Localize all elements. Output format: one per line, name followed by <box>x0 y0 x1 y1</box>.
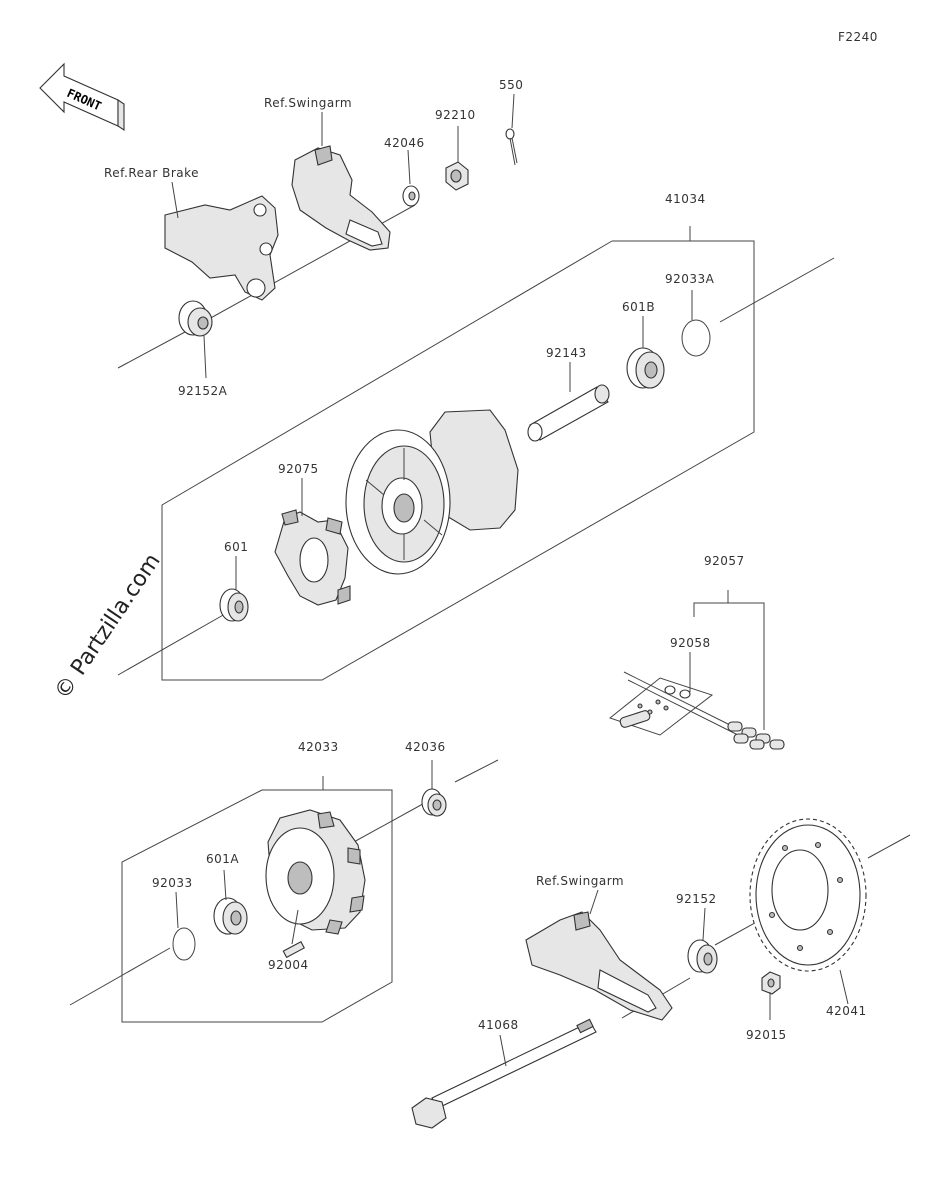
circlip-92033 <box>172 927 196 961</box>
figure-code: F2240 <box>838 30 878 44</box>
part-label-550: 550 <box>499 78 524 92</box>
stud-92004 <box>282 909 305 959</box>
swingarm-bottom-part <box>525 911 673 1021</box>
part-label-92033: 92033 <box>152 876 193 890</box>
washer-42046 <box>402 185 420 207</box>
rear-sprocket-42041 <box>749 818 867 972</box>
bearing-601B <box>626 347 665 389</box>
part-label-42046: 42046 <box>384 136 425 150</box>
wheel-hub <box>345 409 519 575</box>
rear-axle-41068 <box>411 1018 597 1129</box>
ref-swingarm-top-label: Ref.Swingarm <box>264 96 353 110</box>
part-label-92152A: 92152A <box>178 384 228 398</box>
part-label-92004: 92004 <box>268 958 309 972</box>
part-label-92075: 92075 <box>278 462 319 476</box>
part-label-92143: 92143 <box>546 346 587 360</box>
part-label-92033A: 92033A <box>665 272 715 286</box>
part-label-601A: 601A <box>206 852 240 866</box>
sprocket-carrier-42033 <box>265 809 366 935</box>
ref-swingarm-bottom-label: Ref.Swingarm <box>536 874 625 888</box>
cotter-pin-550 <box>505 128 518 166</box>
bearing-601 <box>219 588 249 622</box>
circlip-92033A <box>681 319 711 357</box>
rear-brake-bracket <box>164 195 279 301</box>
bearing-601A <box>213 897 248 935</box>
ref-rear-brake-label: Ref.Rear Brake <box>104 166 200 180</box>
spacer-92143 <box>527 384 610 442</box>
part-label-42036: 42036 <box>405 740 446 754</box>
part-label-41034: 41034 <box>665 192 706 206</box>
part-label-41068: 41068 <box>478 1018 519 1032</box>
part-label-92152: 92152 <box>676 892 717 906</box>
swingarm-top-part <box>291 145 391 251</box>
master-link-92058 <box>608 677 714 736</box>
nut-92210 <box>445 161 469 191</box>
part-label-92210: 92210 <box>435 108 476 122</box>
damper-92075 <box>274 509 351 606</box>
collar-92152 <box>687 939 718 974</box>
part-label-601: 601 <box>224 540 249 554</box>
part-label-42033: 42033 <box>298 740 339 754</box>
collar-92152A <box>178 300 213 337</box>
front-arrow-icon: FRONT <box>39 62 125 132</box>
part-label-92015: 92015 <box>746 1028 787 1042</box>
drive-chain-92057 <box>623 671 785 750</box>
part-label-42041: 42041 <box>826 1004 867 1018</box>
collar-42036 <box>421 788 447 817</box>
part-label-601B: 601B <box>622 300 656 314</box>
part-label-92057: 92057 <box>704 554 745 568</box>
nut-92015 <box>761 971 781 995</box>
part-label-92058: 92058 <box>670 636 711 650</box>
